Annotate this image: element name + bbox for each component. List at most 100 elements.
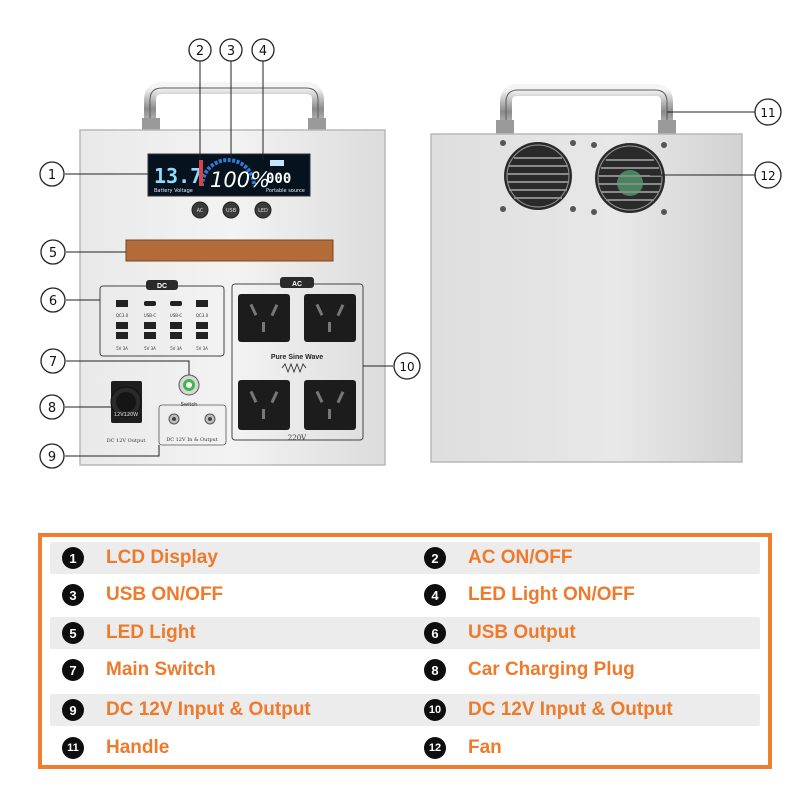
legend-text: Main Switch (106, 659, 216, 680)
lcd-left-value: 13.7 (154, 164, 202, 188)
legend-item: 7 Main Switch (62, 654, 216, 686)
usb-port-label: USB-C (170, 313, 183, 318)
legend-row: 1 LCD Display 2 AC ON/OFF (50, 542, 760, 574)
legend-item: 1 LCD Display (62, 542, 218, 574)
usb-port-label: QC3.0 (196, 313, 209, 318)
callout-8: 8 (39, 394, 65, 420)
callout-9: 9 (39, 443, 65, 469)
svg-text:3: 3 (227, 44, 235, 59)
svg-text:12: 12 (760, 169, 775, 183)
fan-right (591, 142, 667, 215)
ac-caption: Pure Sine Wave (271, 354, 323, 361)
legend-number: 3 (62, 584, 84, 606)
fan-left (500, 140, 576, 212)
ac-outlet[interactable] (238, 380, 290, 430)
device-diagram: 13.7 Battery Voltage 100% 000 Portable s… (39, 38, 782, 469)
callout-3: 3 (219, 38, 243, 62)
legend-text: AC ON/OFF (468, 547, 573, 568)
lcd-right-value: 000 (266, 171, 291, 187)
legend-number: 7 (62, 659, 84, 681)
usb-button[interactable]: USB (222, 201, 240, 219)
svg-text:4: 4 (259, 44, 267, 59)
back-body (430, 133, 743, 463)
ac-outlet[interactable] (238, 294, 290, 342)
lcd-center-value: 100% (210, 168, 270, 192)
legend-item: 8 Car Charging Plug (424, 654, 635, 686)
legend-text: DC 12V Input & Output (106, 699, 311, 720)
legend-number: 11 (62, 737, 84, 759)
legend-text: LED Light ON/OFF (468, 584, 635, 605)
legend-number: 6 (424, 622, 446, 644)
ac-button[interactable]: AC (191, 201, 209, 219)
usb-port[interactable] (196, 322, 208, 339)
legend-text: DC 12V Input & Output (468, 699, 673, 720)
usb-port-rating: 5V 3A (144, 346, 156, 351)
ac-panel-label: AC (292, 281, 302, 288)
front-handle (142, 82, 326, 132)
svg-text:10: 10 (399, 360, 414, 374)
legend-row: 3 USB ON/OFF 4 LED Light ON/OFF (50, 579, 760, 611)
legend-number: 8 (424, 659, 446, 681)
usb-port-rating: 5V 3A (116, 346, 128, 351)
car-charging-plug[interactable]: 12V120W DC 12V Output (107, 381, 146, 444)
dc-port[interactable] (204, 413, 216, 425)
legend-number: 4 (424, 584, 446, 606)
dc-panel-label: DC (157, 283, 167, 290)
legend-item: 12 Fan (424, 732, 502, 764)
usb-port[interactable] (144, 322, 156, 339)
legend-text: LCD Display (106, 547, 218, 568)
legend-number: 12 (424, 737, 446, 759)
legend-text: Fan (468, 737, 502, 758)
legend-text: Car Charging Plug (468, 659, 635, 680)
callout-1: 1 (39, 161, 65, 187)
usb-port[interactable] (116, 322, 128, 339)
lcd-left-caption: Battery Voltage (154, 188, 193, 194)
back-handle (496, 84, 676, 134)
legend-number: 10 (424, 699, 446, 721)
dc-io-caption: DC 12V In & Output (166, 437, 218, 443)
dc-12v-io: DC 12V In & Output (158, 404, 227, 446)
main-switch[interactable]: Switch (178, 374, 200, 408)
ac-outlet[interactable] (304, 294, 356, 342)
lcd-display: 13.7 Battery Voltage 100% 000 Portable s… (147, 153, 311, 197)
led-button[interactable]: LED (254, 201, 272, 219)
legend-item: 10 DC 12V Input & Output (424, 694, 673, 726)
callout-6: 6 (40, 287, 66, 313)
svg-text:2: 2 (196, 44, 204, 59)
legend-row: 9 DC 12V Input & Output 10 DC 12V Input & … (50, 694, 760, 726)
svg-text:LED: LED (258, 208, 268, 214)
svg-text:7: 7 (49, 355, 57, 370)
ac-outlet-panel: AC Pure Sine Wave 220V (231, 277, 364, 442)
usb-port-label: USB-C (144, 313, 157, 318)
car-plug-label: 12V120W (114, 412, 138, 418)
dc-port[interactable] (168, 413, 180, 425)
usb-port[interactable] (170, 322, 182, 339)
legend-text: USB ON/OFF (106, 584, 224, 605)
legend-number: 2 (424, 547, 446, 569)
svg-text:8: 8 (48, 401, 56, 416)
legend-item: 2 AC ON/OFF (424, 542, 573, 574)
svg-text:11: 11 (760, 106, 775, 120)
svg-text:AC: AC (197, 208, 204, 214)
legend-text: Handle (106, 737, 170, 758)
usb-port-rating: 5V 3A (170, 346, 182, 351)
legend-item: 3 USB ON/OFF (62, 579, 223, 611)
callout-5: 5 (40, 239, 66, 265)
legend-text: LED Light (106, 622, 196, 643)
svg-text:6: 6 (49, 294, 57, 309)
leader-lines (65, 60, 755, 457)
legend-item: 4 LED Light ON/OFF (424, 579, 635, 611)
legend-number: 9 (62, 699, 84, 721)
ac-outlet[interactable] (304, 380, 356, 430)
legend-number: 1 (62, 547, 84, 569)
callout-10: 10 (393, 352, 421, 380)
callout-7: 7 (40, 348, 66, 374)
ac-voltage: 220V (288, 434, 307, 442)
car-plug-caption: DC 12V Output (107, 438, 146, 444)
callout-12: 12 (754, 161, 782, 189)
legend-number: 5 (62, 622, 84, 644)
svg-text:USB: USB (226, 208, 237, 214)
legend-row: 7 Main Switch 8 Car Charging Plug (50, 654, 760, 686)
